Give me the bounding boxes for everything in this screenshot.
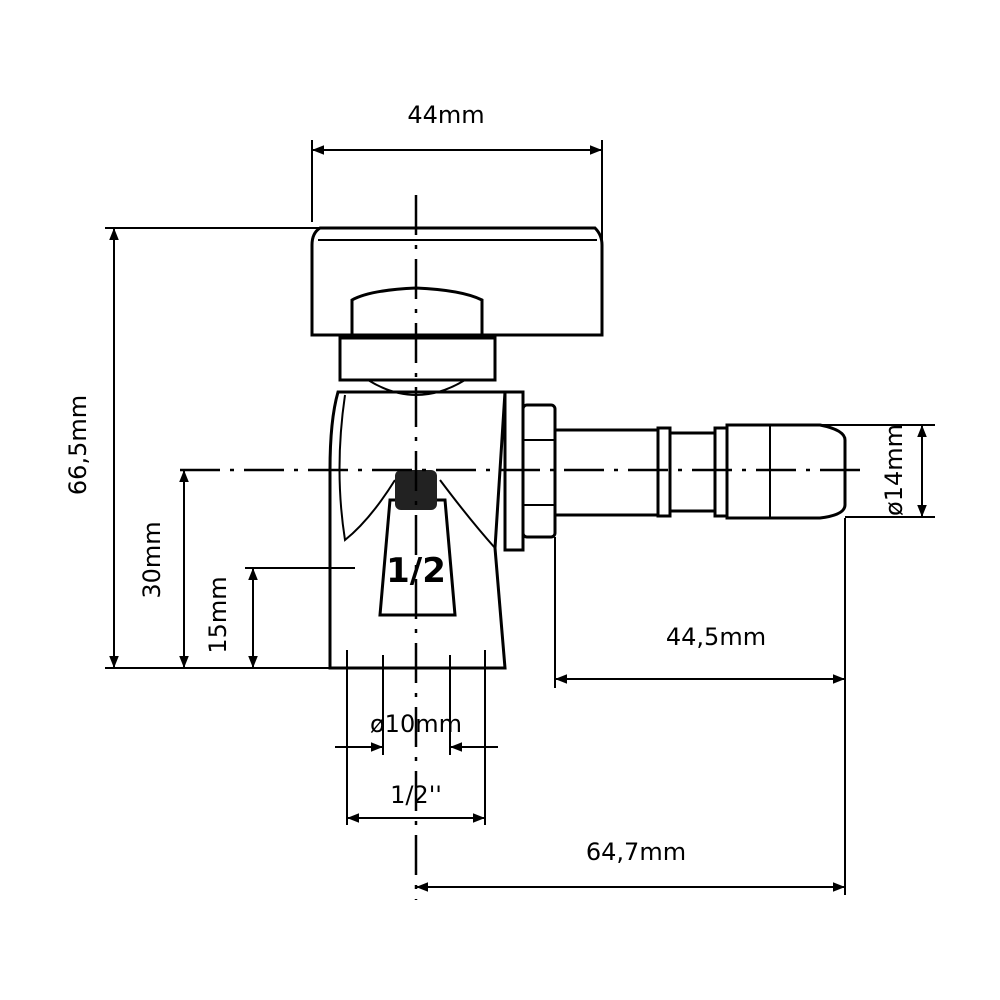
dim-label-axis-height: 30mm bbox=[138, 521, 166, 598]
dimension-inlet: ø10mm 1/2'' bbox=[335, 650, 498, 825]
dim-label-inlet-diameter: ø10mm bbox=[370, 710, 462, 738]
dimension-handle-width: 44mm bbox=[311, 101, 603, 240]
dimension-outlet-diameter: ø14mm bbox=[740, 424, 935, 518]
dimension-axis-height: 30mm bbox=[138, 470, 189, 668]
dim-label-outlet-length: 44,5mm bbox=[666, 623, 766, 651]
dim-label-total-height: 66,5mm bbox=[64, 395, 92, 495]
dim-label-outlet-diameter: ø14mm bbox=[880, 424, 908, 516]
dimension-inlet-height: 15mm bbox=[204, 567, 355, 668]
hex-nut bbox=[503, 390, 557, 552]
dimension-total-height: 66,5mm bbox=[64, 227, 330, 669]
dimension-outlet-length: 44,5mm bbox=[554, 518, 846, 895]
valve-body: 1/2 bbox=[328, 390, 507, 670]
outlet-pipe bbox=[555, 423, 847, 520]
dim-label-handle-width: 44mm bbox=[407, 101, 484, 129]
dim-label-total-length: 64,7mm bbox=[586, 838, 686, 866]
dimension-total-length: 64,7mm bbox=[416, 838, 845, 892]
dim-label-thread-size: 1/2'' bbox=[390, 781, 442, 809]
dim-label-inlet-height: 15mm bbox=[204, 576, 232, 653]
handle[interactable] bbox=[310, 226, 604, 396]
